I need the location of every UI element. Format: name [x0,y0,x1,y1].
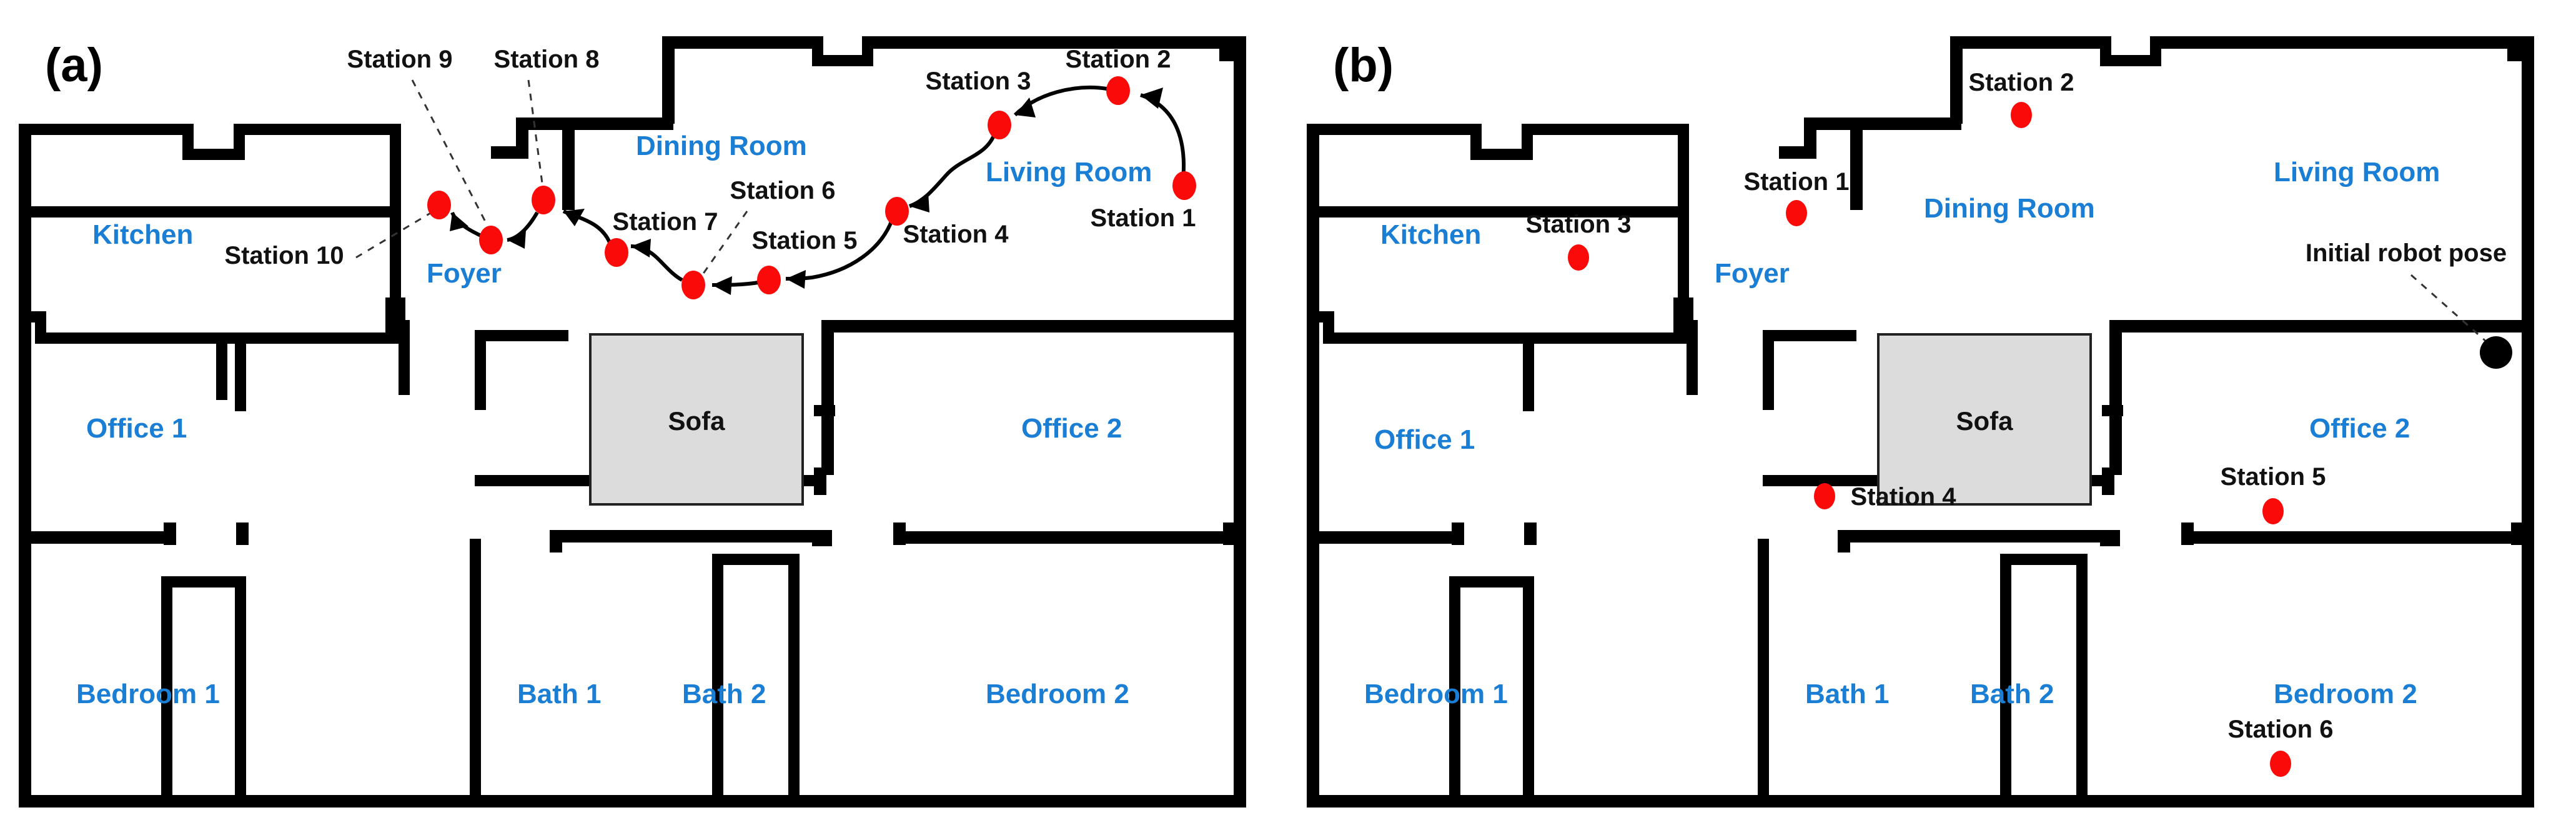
station-label: Station 2 [1066,46,1171,73]
station-dot-icon[interactable] [479,226,503,254]
floorplan-walls-a [19,36,1246,808]
initial-robot-pose-marker[interactable]: Initial robot pose [2306,239,2512,369]
panel-a: Sofa Kitchen Dining Room Living Room Foy… [19,36,1246,808]
room-label-office-2: Office 2 [1021,413,1122,444]
room-label-office-2: Office 2 [2309,413,2410,444]
room-label-bedroom-1: Bedroom 1 [76,679,220,709]
leader-lines-a [355,79,748,279]
room-label-kitchen: Kitchen [92,219,193,250]
room-label-living-room: Living Room [986,157,1152,188]
stations-panel-b: Station 1 Station 2 Station 3 Station 4 … [1526,69,2334,777]
station-path-a [450,85,1186,295]
station-marker-1[interactable]: Station 1 [1091,171,1196,232]
room-label-bath-2: Bath 2 [1970,679,2054,709]
station-dot-icon[interactable] [1814,483,1835,509]
station-dot-icon[interactable] [1106,76,1130,105]
station-label: Station 7 [613,208,718,236]
station-dot-icon[interactable] [1172,171,1196,200]
station-dot-icon[interactable] [988,111,1011,139]
station-marker-8[interactable]: Station 8 [494,46,600,214]
station-marker-6[interactable]: Station 6 [2228,716,2334,777]
room-label-bedroom-2: Bedroom 2 [2274,679,2417,709]
room-label-kitchen: Kitchen [1380,219,1481,250]
initial-robot-pose-label: Initial robot pose [2306,239,2507,267]
station-label: Station 4 [1851,483,1957,511]
station-marker-4[interactable]: Station 4 [885,197,1009,248]
station-label: Station 6 [2228,716,2334,743]
leader-station-8 [527,79,545,193]
sofa-panel-a: Sofa [589,333,804,506]
station-label: Station 6 [730,177,836,204]
room-label-bedroom-1: Bedroom 1 [1364,679,1508,709]
station-dot-icon[interactable] [2262,498,2284,524]
room-label-dining-room: Dining Room [1924,193,2095,224]
room-label-dining-room: Dining Room [636,131,807,161]
robot-pose-dot-icon[interactable] [2480,336,2512,369]
panel-tag-b: (b) [1333,39,1394,92]
station-marker-3[interactable]: Station 3 [1526,211,1632,271]
station-label: Station 5 [2221,463,2326,491]
leader-station-6 [698,211,748,279]
station-dot-icon[interactable] [1568,244,1589,271]
room-label-office-1: Office 1 [86,413,187,444]
station-marker-10[interactable]: Station 10 [224,191,451,269]
room-label-living-room: Living Room [2274,157,2440,188]
station-label: Station 8 [494,46,600,73]
station-label: Station 3 [1526,211,1632,238]
station-dot-icon[interactable] [681,271,705,299]
station-label: Station 10 [224,242,344,269]
station-marker-9[interactable]: Station 9 [347,46,503,254]
room-label-office-1: Office 1 [1374,424,1475,455]
station-label: Station 2 [1969,69,2074,96]
station-marker-1[interactable]: Station 1 [1744,168,1850,226]
station-marker-3[interactable]: Station 3 [926,68,1031,139]
leader-initial-robot-pose [2410,274,2488,344]
station-label: Station 4 [903,221,1009,248]
station-marker-4[interactable]: Station 4 [1814,483,1956,511]
sofa-panel-b: Sofa [1877,333,2092,506]
station-dot-icon[interactable] [605,238,628,267]
station-marker-7[interactable]: Station 7 [605,208,718,267]
station-marker-2[interactable]: Station 2 [1969,69,2074,128]
room-label-foyer: Foyer [1715,258,1790,289]
stations-panel-a: Station 1 Station 2 Station 3 Station 4 … [224,46,1196,299]
station-label: Station 1 [1744,168,1850,196]
sofa-label: Sofa [1956,406,2013,436]
panel-b: Sofa Kitchen Dining Room Living Room Foy… [1288,0,2576,830]
leader-station-10 [355,210,434,259]
station-dot-icon[interactable] [2011,102,2032,128]
room-label-bedroom-2: Bedroom 2 [986,679,1129,709]
sofa-label: Sofa [668,406,725,436]
station-marker-2[interactable]: Station 2 [1066,46,1171,105]
room-label-bath-1: Bath 1 [1805,679,1889,709]
station-marker-6[interactable]: Station 6 [681,177,835,299]
station-dot-icon[interactable] [2270,751,2291,777]
room-label-bath-2: Bath 2 [682,679,766,709]
leader-station-9 [411,79,492,233]
floorplan-walls-b [1307,36,2534,808]
station-marker-5[interactable]: Station 5 [752,227,858,294]
station-marker-5[interactable]: Station 5 [2221,463,2326,524]
station-label: Station 1 [1091,204,1196,232]
room-label-foyer: Foyer [427,258,502,289]
room-label-bath-1: Bath 1 [517,679,601,709]
station-label: Station 9 [347,46,453,73]
station-label: Station 5 [752,227,858,254]
station-dot-icon[interactable] [885,197,909,226]
station-label: Station 3 [926,68,1031,95]
station-dot-icon[interactable] [1786,200,1807,226]
station-dot-icon[interactable] [532,186,555,214]
station-dot-icon[interactable] [757,266,781,294]
panel-tag-a: (a) [45,39,103,92]
station-dot-icon[interactable] [427,191,451,219]
